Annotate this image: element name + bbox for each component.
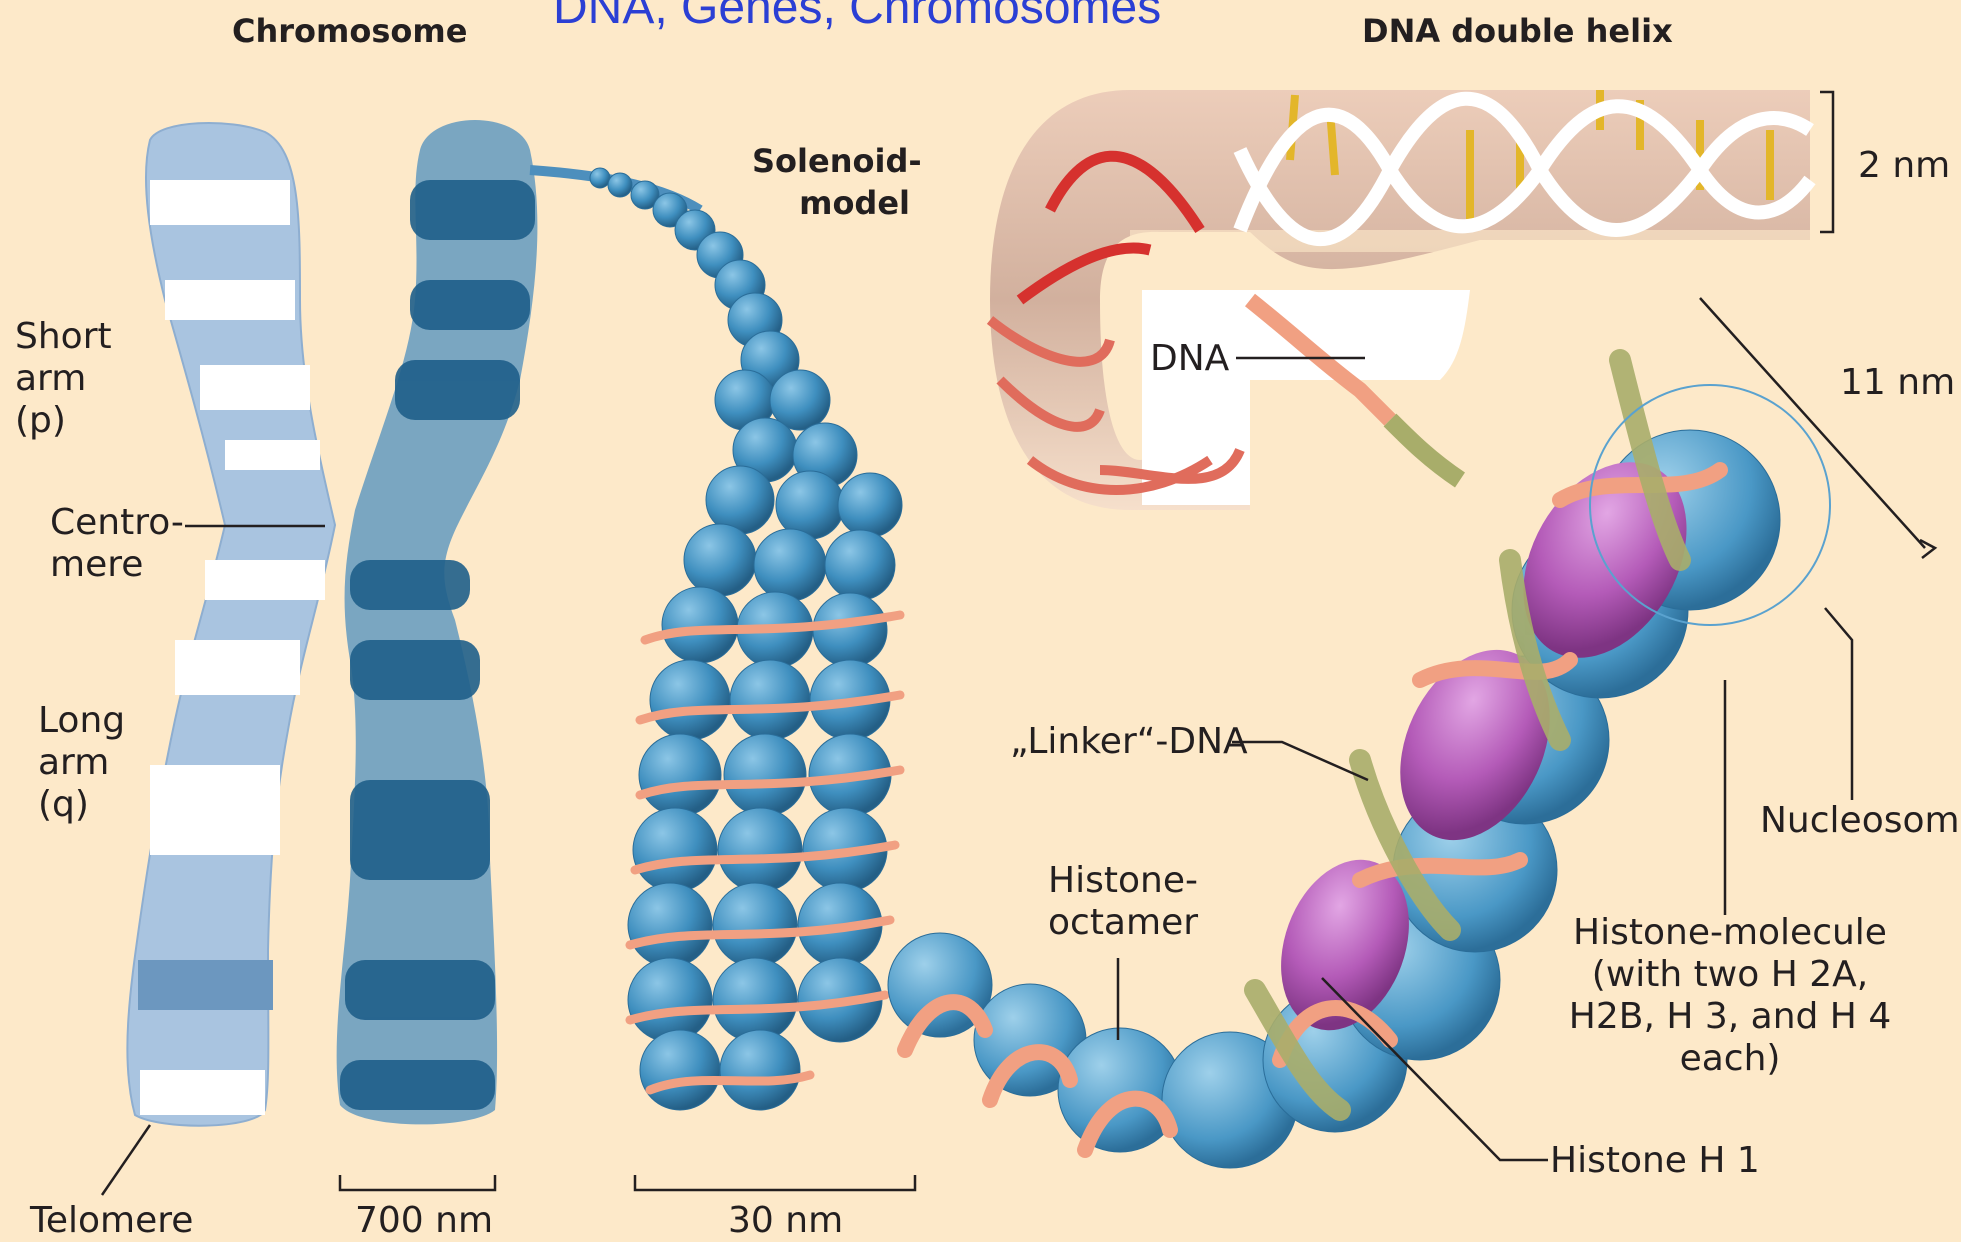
- chromosome-banded: [127, 123, 335, 1126]
- diagram-title: DNA, Genes, Chromosomes: [553, 0, 1161, 32]
- linker-dna-label: „Linker“-DNA: [1010, 721, 1248, 763]
- nucleosome-label: Nucleosome: [1760, 800, 1961, 842]
- centromere-label: Centro- mere: [50, 502, 184, 586]
- solenoid-model-label: Solenoid- model: [752, 140, 910, 224]
- thirty-nm-label: 30 nm: [728, 1200, 843, 1242]
- seven-hundred-nm-label: 700 nm: [355, 1200, 493, 1242]
- solenoid-fiber: [590, 168, 902, 1110]
- eleven-nm-label: 11 nm: [1840, 362, 1955, 404]
- two-nm-label: 2 nm: [1858, 145, 1950, 187]
- long-arm-label: Long arm (q): [38, 700, 125, 826]
- chromosome-label: Chromosome: [232, 10, 467, 52]
- dna-label: DNA: [1150, 338, 1229, 380]
- short-arm-label: Short arm (p): [15, 316, 112, 442]
- telomere-label: Telomere: [30, 1200, 193, 1242]
- histone-octamer-label: Histone- octamer: [1048, 860, 1198, 944]
- histone-molecule-label: Histone-molecule (with two H 2A, H2B, H …: [1545, 912, 1915, 1080]
- dna-double-helix-label: DNA double helix: [1362, 10, 1673, 52]
- histone-h1-label: Histone H 1: [1550, 1140, 1760, 1182]
